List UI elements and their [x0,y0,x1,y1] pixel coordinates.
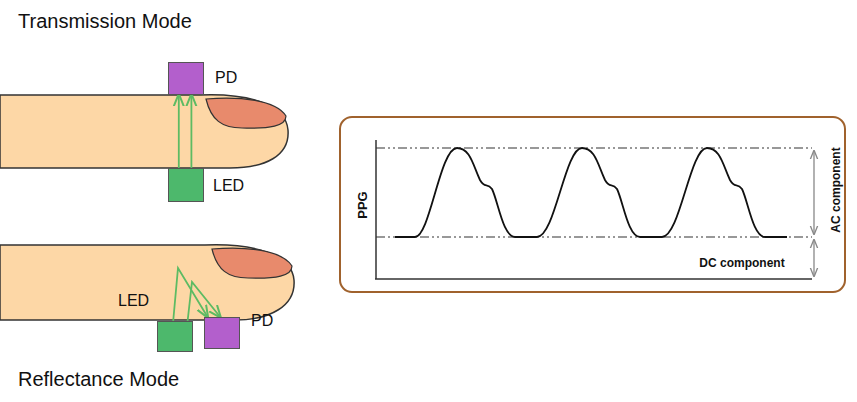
dc-arrow [813,240,814,276]
light-path-arrow [178,95,180,168]
fingernail [206,98,286,128]
y-axis [375,140,377,279]
light-path-arrow [190,95,192,168]
component-label: DC component [699,256,784,270]
photodiode-box: PD [204,317,240,349]
component-label: LED [118,292,149,310]
component-label: PD [251,312,273,330]
component-label: LED [213,177,244,195]
mode-title: Reflectance Mode [18,368,179,391]
light-path-arrow [188,282,221,321]
ac-arrow [813,151,814,234]
led-box: LED [168,168,204,202]
led-box: LED [157,321,193,352]
chart-panel [340,117,845,292]
axis-label: PPG [355,191,370,218]
finger [0,95,288,168]
component-label: PD [215,69,237,87]
mode-title: Transmission Mode [18,10,192,33]
x-axis [375,278,812,280]
finger [0,245,294,320]
fingernail [212,248,292,278]
component-label: AC component [829,147,843,232]
photodiode-box: PD [168,62,204,95]
trough-level-line [376,236,812,237]
peak-level-line [376,147,812,148]
ppg-waveform [395,148,787,237]
